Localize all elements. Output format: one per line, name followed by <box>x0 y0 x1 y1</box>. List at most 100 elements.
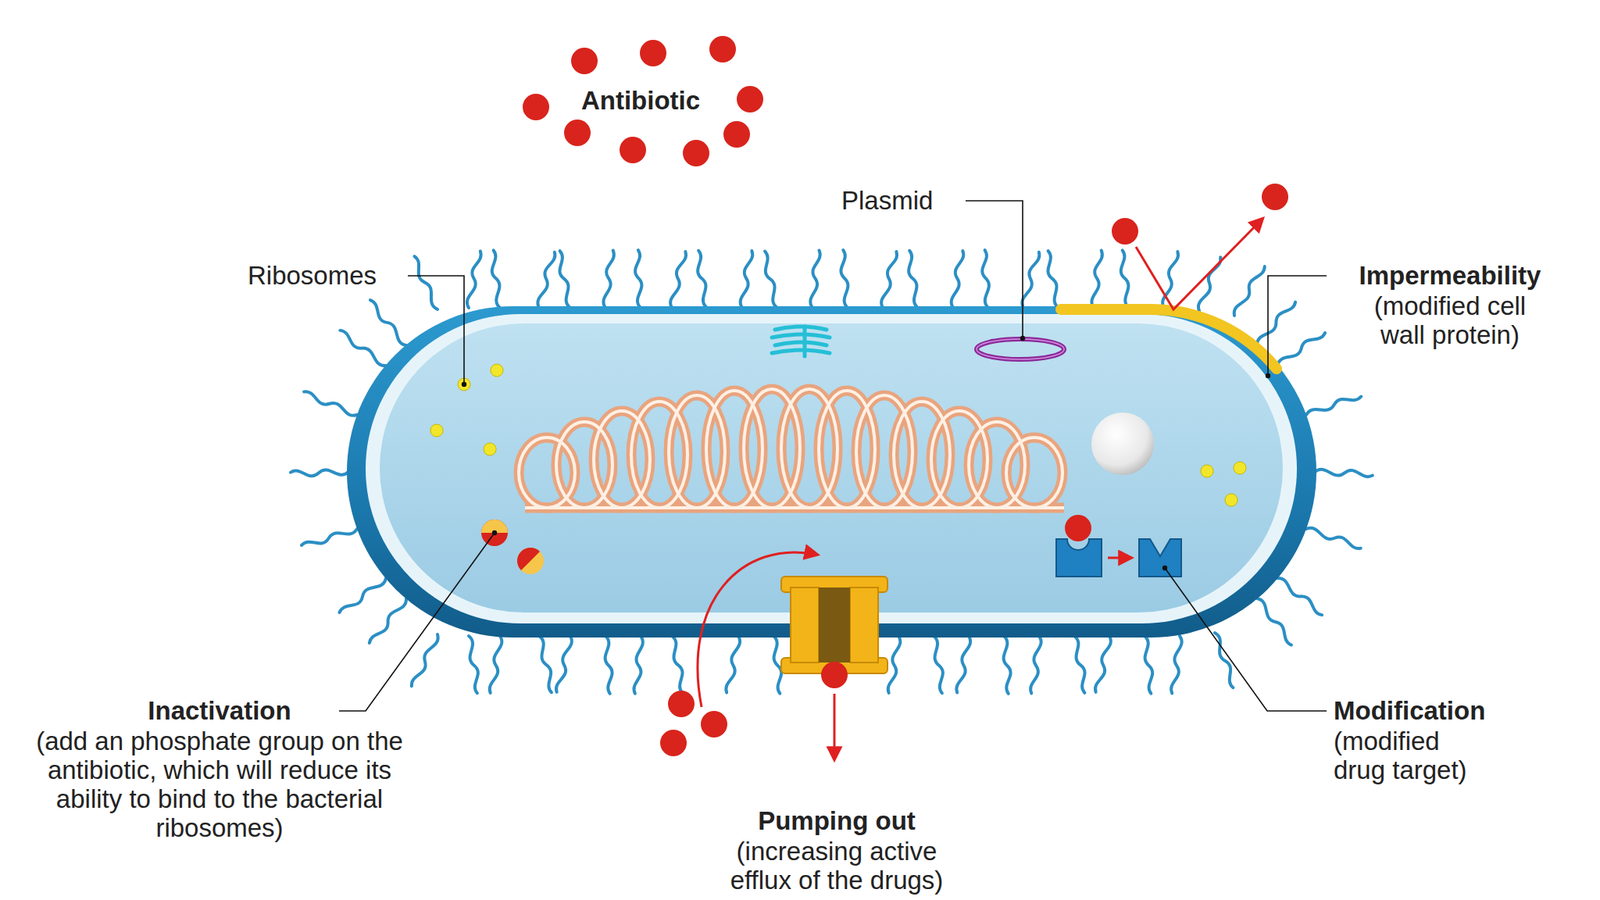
pilus <box>535 635 556 693</box>
ribosome-dot <box>490 364 504 377</box>
callout-heading: Modification <box>1333 696 1584 725</box>
antibiotic-dot <box>700 710 728 738</box>
antibiotic-dot <box>660 729 687 757</box>
callout-heading: Antibiotic <box>539 85 743 115</box>
pilus <box>1254 596 1295 647</box>
pilus <box>739 250 754 308</box>
pilus <box>633 635 644 694</box>
pilus <box>290 468 349 477</box>
pilus <box>465 250 482 308</box>
cytoplasm <box>379 323 1283 613</box>
pilus <box>489 250 504 308</box>
antibiotic-dot <box>1111 217 1139 245</box>
deflect-arrow <box>1135 218 1263 310</box>
pilus <box>1305 526 1363 550</box>
pilus <box>300 525 358 550</box>
pilus <box>930 635 947 693</box>
callout-text: (increasing active efflux of the drugs) <box>703 836 970 895</box>
pump-pillar <box>850 587 879 663</box>
callout-text: (add an phosphate group on the antibioti… <box>24 726 415 843</box>
antibiotic-dot <box>639 39 667 67</box>
pilus <box>555 635 574 693</box>
ribosome-dot <box>1225 493 1238 507</box>
modified-wall-segment <box>1060 309 1277 369</box>
antibiotic-half <box>511 542 540 571</box>
callout-heading: Pumping out <box>711 806 962 836</box>
drug-target <box>1056 539 1102 577</box>
pilus <box>839 250 851 308</box>
pilus <box>367 299 409 347</box>
pilus <box>1275 329 1326 369</box>
leader-lines <box>339 200 1327 711</box>
pilus <box>1170 635 1183 694</box>
pilus <box>1254 299 1297 347</box>
pilus <box>760 250 781 309</box>
pilus <box>887 635 902 693</box>
pilus <box>367 596 408 647</box>
modified-target <box>1139 539 1182 577</box>
pilus <box>1160 250 1179 309</box>
pilus <box>950 250 965 308</box>
antibiotic-dot <box>571 47 598 75</box>
pilus <box>602 635 615 694</box>
pilus <box>1020 250 1040 309</box>
antibiotic-cluster <box>522 35 764 167</box>
pilus <box>668 250 687 309</box>
ribosome-dot <box>1200 464 1214 478</box>
mesosome-fold <box>775 326 827 330</box>
pilus <box>1000 635 1013 694</box>
pilus <box>465 635 482 693</box>
plasmid-ring <box>976 339 1065 360</box>
pilus <box>302 390 358 418</box>
pilus <box>955 635 972 693</box>
leader-line <box>407 275 465 385</box>
ribosome-group <box>430 364 1247 507</box>
pilus <box>410 255 440 311</box>
mesosome-fold <box>771 334 830 338</box>
antibiotic-dot <box>564 119 591 147</box>
antibiotic-dot <box>667 690 695 718</box>
callout-heading: Inactivation <box>94 696 345 725</box>
callout-heading: Impermeability <box>1317 260 1583 290</box>
callout-text: (modified cell wall protein) <box>1348 291 1552 350</box>
pilus <box>602 250 615 308</box>
efflux-arrow <box>697 552 818 708</box>
efflux-arrow <box>833 693 836 760</box>
pilus <box>879 250 898 309</box>
pilus <box>555 250 574 309</box>
pilus <box>809 250 821 308</box>
mesosome-icon <box>771 326 830 357</box>
leader-line <box>965 200 1023 339</box>
chromosome-inner <box>518 389 1065 508</box>
mesosome-fold <box>803 326 808 357</box>
antibiotic-dot <box>619 136 647 164</box>
pilus <box>1094 635 1113 693</box>
pili-group <box>290 250 1373 694</box>
antibiotic-dot <box>736 85 764 113</box>
pilus <box>535 250 556 309</box>
antibiotic-dot <box>1261 183 1289 211</box>
phosphate-half <box>481 519 508 533</box>
ribosome-dot <box>430 424 443 437</box>
antibiotic-dot <box>723 121 750 148</box>
cell-membrane <box>365 314 1297 624</box>
granule-sphere <box>1091 412 1154 475</box>
antibiotic-dot <box>522 93 550 121</box>
chromosome-outer <box>518 389 1065 508</box>
pilus <box>694 250 711 308</box>
modification-arrow <box>1107 557 1132 560</box>
callout-text: Plasmid <box>841 185 998 215</box>
pilus <box>980 250 992 308</box>
pilus <box>1305 392 1362 418</box>
pilus <box>337 328 388 368</box>
ribosome-dot <box>483 442 497 456</box>
pilus <box>668 635 687 693</box>
pilus <box>905 250 922 308</box>
pilus <box>1117 250 1133 308</box>
plasmid-highlight <box>976 339 1065 360</box>
antibiotic-dot <box>1064 514 1092 542</box>
callout-text: Ribosomes <box>247 260 420 290</box>
antibiotic-dot <box>709 35 736 63</box>
leader-line <box>1267 275 1327 376</box>
